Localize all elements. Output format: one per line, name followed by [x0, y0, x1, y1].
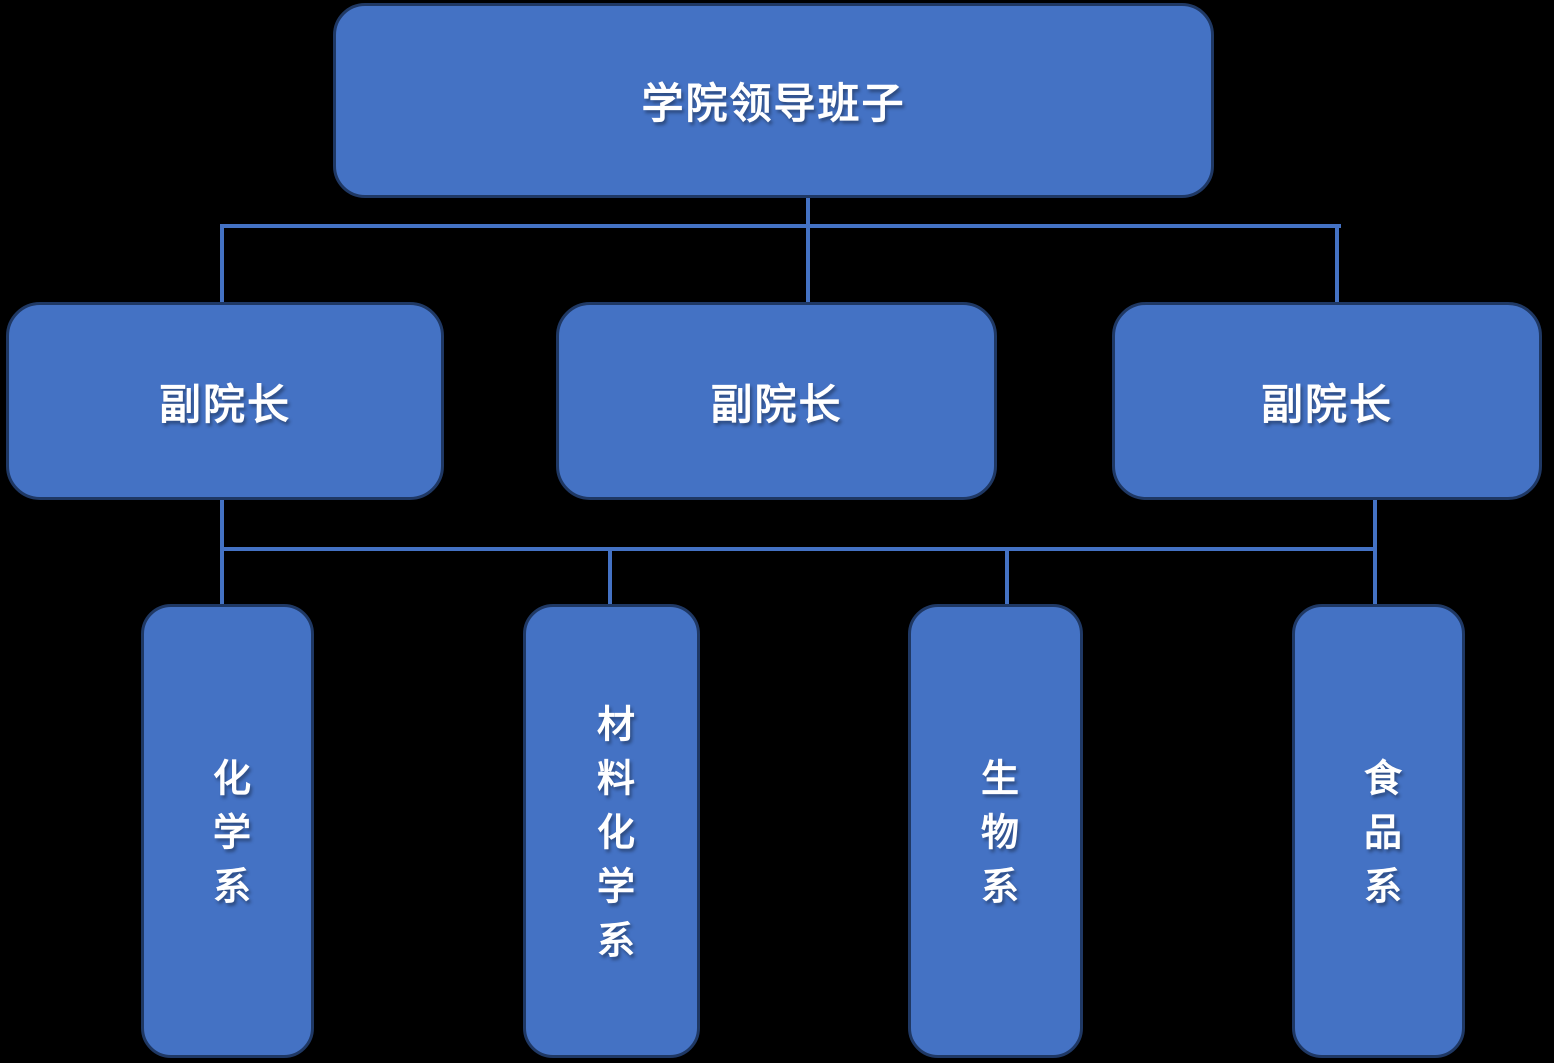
node-vice-dean-2-label: 副院长 [710, 380, 843, 428]
connector-level2-bus [220, 547, 1377, 551]
node-vice-dean-3-label: 副院长 [1260, 380, 1393, 428]
node-dept-chemistry-label: 化学系 [206, 758, 249, 920]
node-vice-dean-1-label: 副院长 [158, 380, 291, 428]
node-dept-biology-label: 生物系 [974, 758, 1017, 920]
connector-dept-2-drop [608, 547, 612, 604]
node-dept-chemistry: 化学系 [141, 604, 314, 1058]
connector-level1-left-drop [220, 224, 224, 302]
node-vice-dean-2: 副院长 [556, 302, 997, 500]
connector-root-stem [806, 198, 810, 304]
node-leadership-team: 学院领导班子 [333, 3, 1214, 198]
connector-level1-bus [220, 224, 1341, 228]
connector-level1-right-drop [1335, 224, 1339, 302]
node-vice-dean-1: 副院长 [6, 302, 444, 500]
node-dept-materials-chemistry-label: 材料化学系 [590, 704, 633, 974]
connector-dept-3-drop [1005, 547, 1009, 604]
node-dept-materials-chemistry: 材料化学系 [523, 604, 700, 1058]
node-vice-dean-3: 副院长 [1112, 302, 1542, 500]
node-leadership-team-label: 学院领导班子 [641, 80, 906, 127]
node-dept-food-label: 食品系 [1357, 758, 1400, 920]
node-dept-biology: 生物系 [908, 604, 1083, 1058]
node-dept-food: 食品系 [1292, 604, 1465, 1058]
connector-vice-dean-1-stem [220, 500, 224, 604]
connector-vice-dean-3-stem [1373, 500, 1377, 604]
